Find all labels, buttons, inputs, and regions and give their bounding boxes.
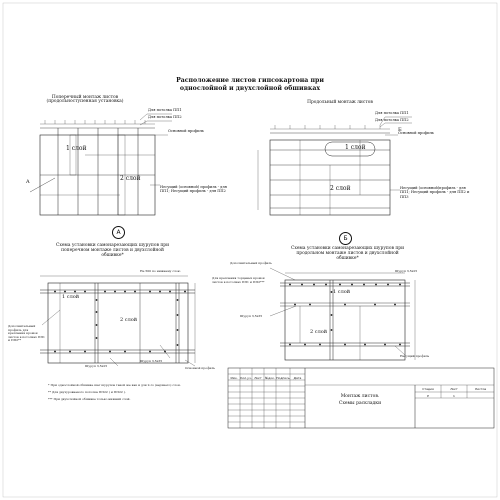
- detail-a-screw1: Шуруп 3,5х25: [85, 364, 108, 368]
- view-right-label-sheet2: Для потолка ПП2: [375, 118, 409, 122]
- view-left-layer2: 2 слой: [120, 175, 141, 182]
- stamp-header-kol: Кол.уч.: [240, 376, 252, 380]
- stamp-title-line-1: Монтаж листов.: [340, 394, 380, 399]
- view-right-label-support: Несущий (основной)профиль - для ПП1; Нес…: [400, 186, 470, 199]
- view-left-marker: A: [26, 179, 30, 185]
- title-block: [227, 367, 495, 429]
- stamp-col-stage: Стадия: [422, 387, 434, 391]
- footnote-3: *** При двухслойной обшивке только нижни…: [48, 397, 131, 401]
- title-line-1: Расположение листов гипсокартона при: [176, 77, 324, 84]
- stamp-header-list: Лист: [254, 376, 262, 380]
- view-right-caption: Продольный монтаж листов: [307, 100, 373, 105]
- view-right-label-sheet1: Для потолка ПП1: [375, 111, 409, 115]
- view-right-layer2: 2 слой: [330, 185, 351, 192]
- detail-b-screw1: Шуруп 3,5х25: [395, 269, 418, 273]
- detail-b-marker: Б: [339, 232, 352, 245]
- view-right-label-profile: Основной профиль: [398, 131, 434, 135]
- view-left-drawing: [29, 113, 172, 216]
- view-right-layer1: 1 слой: [345, 144, 366, 151]
- detail-a-note-main: Основной профиль: [185, 366, 216, 370]
- view-right-drawing: [257, 116, 412, 216]
- stamp-sheet-value: 1: [453, 393, 455, 398]
- stamp-header-date: Дата: [293, 376, 302, 380]
- stamp-title-line-2: Схемы раскладки: [338, 401, 382, 406]
- detail-a-screws: [54, 290, 186, 353]
- detail-a-caption: Схема установки самонарезающих шурупов п…: [55, 243, 170, 259]
- footnote-1: * При однослойной обшивке шаг шурупов та…: [48, 383, 181, 387]
- stamp-header-sign: Подпись: [276, 376, 290, 380]
- stamp-header-doc: №док.: [265, 376, 275, 380]
- stamp-col-sheet: Лист: [450, 387, 458, 391]
- detail-a-dim-top: Не 500 по нижнему слою: [140, 269, 181, 273]
- view-left-label-support: Несущий (основной) профиль - для ПП1; Не…: [160, 185, 227, 194]
- detail-a-outline: [47, 282, 189, 364]
- view-left-caption: Поперечный монтаж листов (продольноступе…: [46, 95, 124, 105]
- stamp-stage-value: Р: [427, 393, 429, 398]
- title-line-2: однослойной и двухслойной обшивках: [179, 85, 321, 92]
- detail-a-note-left: Дополнительный профиль для крепления кро…: [8, 324, 45, 343]
- view-right-marker: Б: [398, 127, 402, 133]
- detail-a-layer1: 1 слой: [62, 294, 80, 300]
- detail-b-note-add: Дополнительный профиль: [230, 261, 272, 265]
- detail-a-screw2: Шуруп 3,5х35: [140, 359, 163, 363]
- view-left-label-sheet2: Для потолка ПП2: [148, 115, 182, 119]
- detail-b-layer1: 1 слой: [333, 289, 351, 295]
- detail-b-caption: Схема установки самонарезающих шурупов п…: [290, 246, 405, 262]
- detail-b-note-left: Для крепления торцевых кромок листов в п…: [212, 276, 265, 284]
- detail-b-outline: [284, 279, 406, 361]
- view-left-label-sheet1: Для потолка ПП1: [148, 108, 182, 112]
- detail-b-screws: [289, 283, 401, 346]
- stamp-col-sheets: Листов: [474, 387, 487, 391]
- detail-a-marker: А: [112, 226, 125, 239]
- footnote-2: ** Для двухуровневого потолка ПП22 ( и П…: [48, 390, 126, 394]
- view-left-label-profile: Основной профиль: [168, 129, 204, 133]
- detail-b-layer2: 2 слой: [310, 329, 328, 335]
- detail-b-note-main: Несущий профиль: [400, 354, 430, 358]
- detail-b-screw2: Шуруп 3,5х35: [240, 314, 263, 318]
- detail-b-drawing: [269, 267, 416, 361]
- detail-a-drawing: [40, 275, 196, 367]
- stamp-header-izm: Изм.: [230, 376, 238, 380]
- detail-a-layer2: 2 слой: [120, 317, 138, 323]
- view-left-layer1: 1 слой: [66, 145, 87, 152]
